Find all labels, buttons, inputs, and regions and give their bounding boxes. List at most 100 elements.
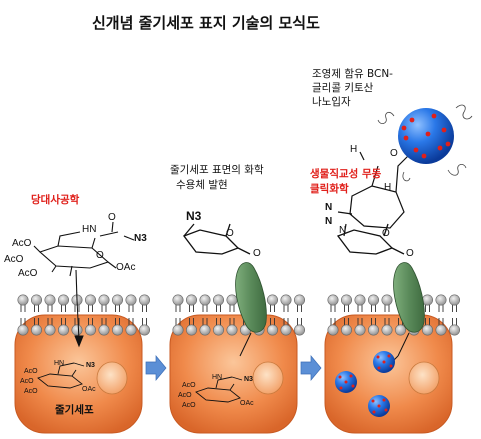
contrast-agent-dot [387, 354, 391, 358]
chem-o-ring-2: O [226, 228, 234, 239]
chem-hn-in-1: HN [54, 360, 65, 367]
lipid-head [226, 294, 238, 306]
chem-n3-1: N3 [134, 233, 147, 244]
chem-oac-1: OAc [116, 262, 136, 273]
step-arrow-icon [300, 355, 322, 381]
chem-aco-1: AcO [12, 238, 32, 249]
cell-3 [324, 314, 453, 434]
contrast-agent-dot [425, 131, 431, 137]
chem-aco-in-1b: AcO [20, 378, 34, 385]
chem-n3-in-2: N3 [244, 376, 253, 383]
lipid-head [125, 294, 137, 306]
lipid-head [186, 324, 198, 336]
lipid-head [57, 324, 69, 336]
chem-o-ring-3: O [382, 228, 390, 239]
surface-receptor-3 [393, 262, 425, 357]
lipid-head [381, 324, 393, 336]
lipid-head [172, 324, 184, 336]
cell-1 [14, 314, 143, 434]
contrast-agent-dot [389, 364, 393, 368]
chem-n3-2: N3 [186, 209, 202, 223]
lipid-head [293, 294, 305, 306]
lipid-head [354, 294, 366, 306]
lipid-head [139, 294, 151, 306]
lipid-head [421, 324, 433, 336]
label-surface-expression-2: 수용체 발현 [176, 179, 228, 191]
step-arrow-icon [145, 355, 167, 381]
label-nanoparticle-3: 나노입자 [312, 96, 351, 108]
lipid-head [448, 324, 460, 336]
sugar-ring-3 [336, 223, 405, 255]
contrast-agent-dot [401, 125, 407, 131]
chem-aco-in-2b: AcO [178, 392, 192, 399]
nanoparticle-icon [398, 108, 454, 164]
lipid-head [266, 324, 278, 336]
nucleus-1 [96, 361, 128, 395]
lipid-head [435, 294, 447, 306]
lipid-head [98, 324, 110, 336]
lipid-head [327, 324, 339, 336]
lipid-head [139, 324, 151, 336]
nanoparticle-dots [338, 354, 393, 414]
chem-o-link-np: O [390, 148, 398, 159]
lipid-bilayer-3 [327, 294, 460, 336]
lipid-head [30, 324, 42, 336]
lipid-head [327, 294, 339, 306]
label-nanoparticle-2: 글리콜 키토산 [312, 82, 374, 94]
lipid-head [17, 294, 29, 306]
lipid-head [112, 294, 124, 306]
label-bioorthogonal-1: 생물직교성 무동 [310, 168, 382, 180]
lipid-head [85, 294, 97, 306]
lipid-head [213, 294, 225, 306]
chem-o-link-2: O [253, 248, 261, 259]
lipid-head [85, 324, 97, 336]
contrast-agent-dot [371, 399, 375, 403]
lipid-bilayer-1 [17, 294, 151, 336]
sugar-ring-1 [33, 221, 135, 301]
chem-n-2: N [325, 216, 333, 227]
label-surface-expression-1: 줄기세포 표면의 화학 [170, 164, 264, 176]
lipid-head [340, 324, 352, 336]
cell-2 [169, 314, 298, 434]
contrast-agent-dot [351, 384, 355, 388]
contrast-agent-dot [338, 375, 342, 379]
lipid-head [381, 294, 393, 306]
lipid-head [98, 294, 110, 306]
lipid-head [30, 294, 42, 306]
chem-aco-in-2a: AcO [182, 382, 196, 389]
lipid-head [44, 294, 56, 306]
glycol-chitosan-chains [377, 104, 473, 182]
chem-aco-in-1c: AcO [24, 388, 38, 395]
lipid-head [57, 294, 69, 306]
nucleus-2 [252, 361, 284, 395]
contrast-agent-dot [431, 113, 437, 119]
lipid-head [199, 294, 211, 306]
chem-h-2: H [384, 182, 392, 193]
lipid-head [367, 294, 379, 306]
contrast-agent-dot [382, 360, 386, 364]
label-bioorthogonal-2: 클릭화학 [310, 183, 349, 195]
lipid-head [280, 294, 292, 306]
lipid-head [226, 324, 238, 336]
chem-aco-in-1a: AcO [24, 368, 38, 375]
chem-aco-2: AcO [4, 254, 24, 265]
contrast-agent-dot [344, 380, 348, 384]
contrast-agent-dot [377, 404, 381, 408]
lipid-head [367, 324, 379, 336]
internal-sugar-1 [37, 362, 85, 389]
chem-oac-in-2: OAc [240, 400, 254, 407]
lipid-head [213, 324, 225, 336]
lipid-head [172, 294, 184, 306]
chem-o-1: O [108, 212, 116, 223]
contrast-agent-dot [376, 355, 380, 359]
lipid-head [266, 294, 278, 306]
lipid-head [448, 294, 460, 306]
contrast-agent-dot [441, 127, 447, 133]
lipid-head [199, 324, 211, 336]
chem-hn-1: HN [82, 224, 97, 235]
label-stem-cell: 줄기세포 [55, 404, 94, 416]
chem-n3-in-1: N3 [86, 362, 95, 369]
nucleus-3 [408, 361, 440, 395]
lipid-head [112, 324, 124, 336]
